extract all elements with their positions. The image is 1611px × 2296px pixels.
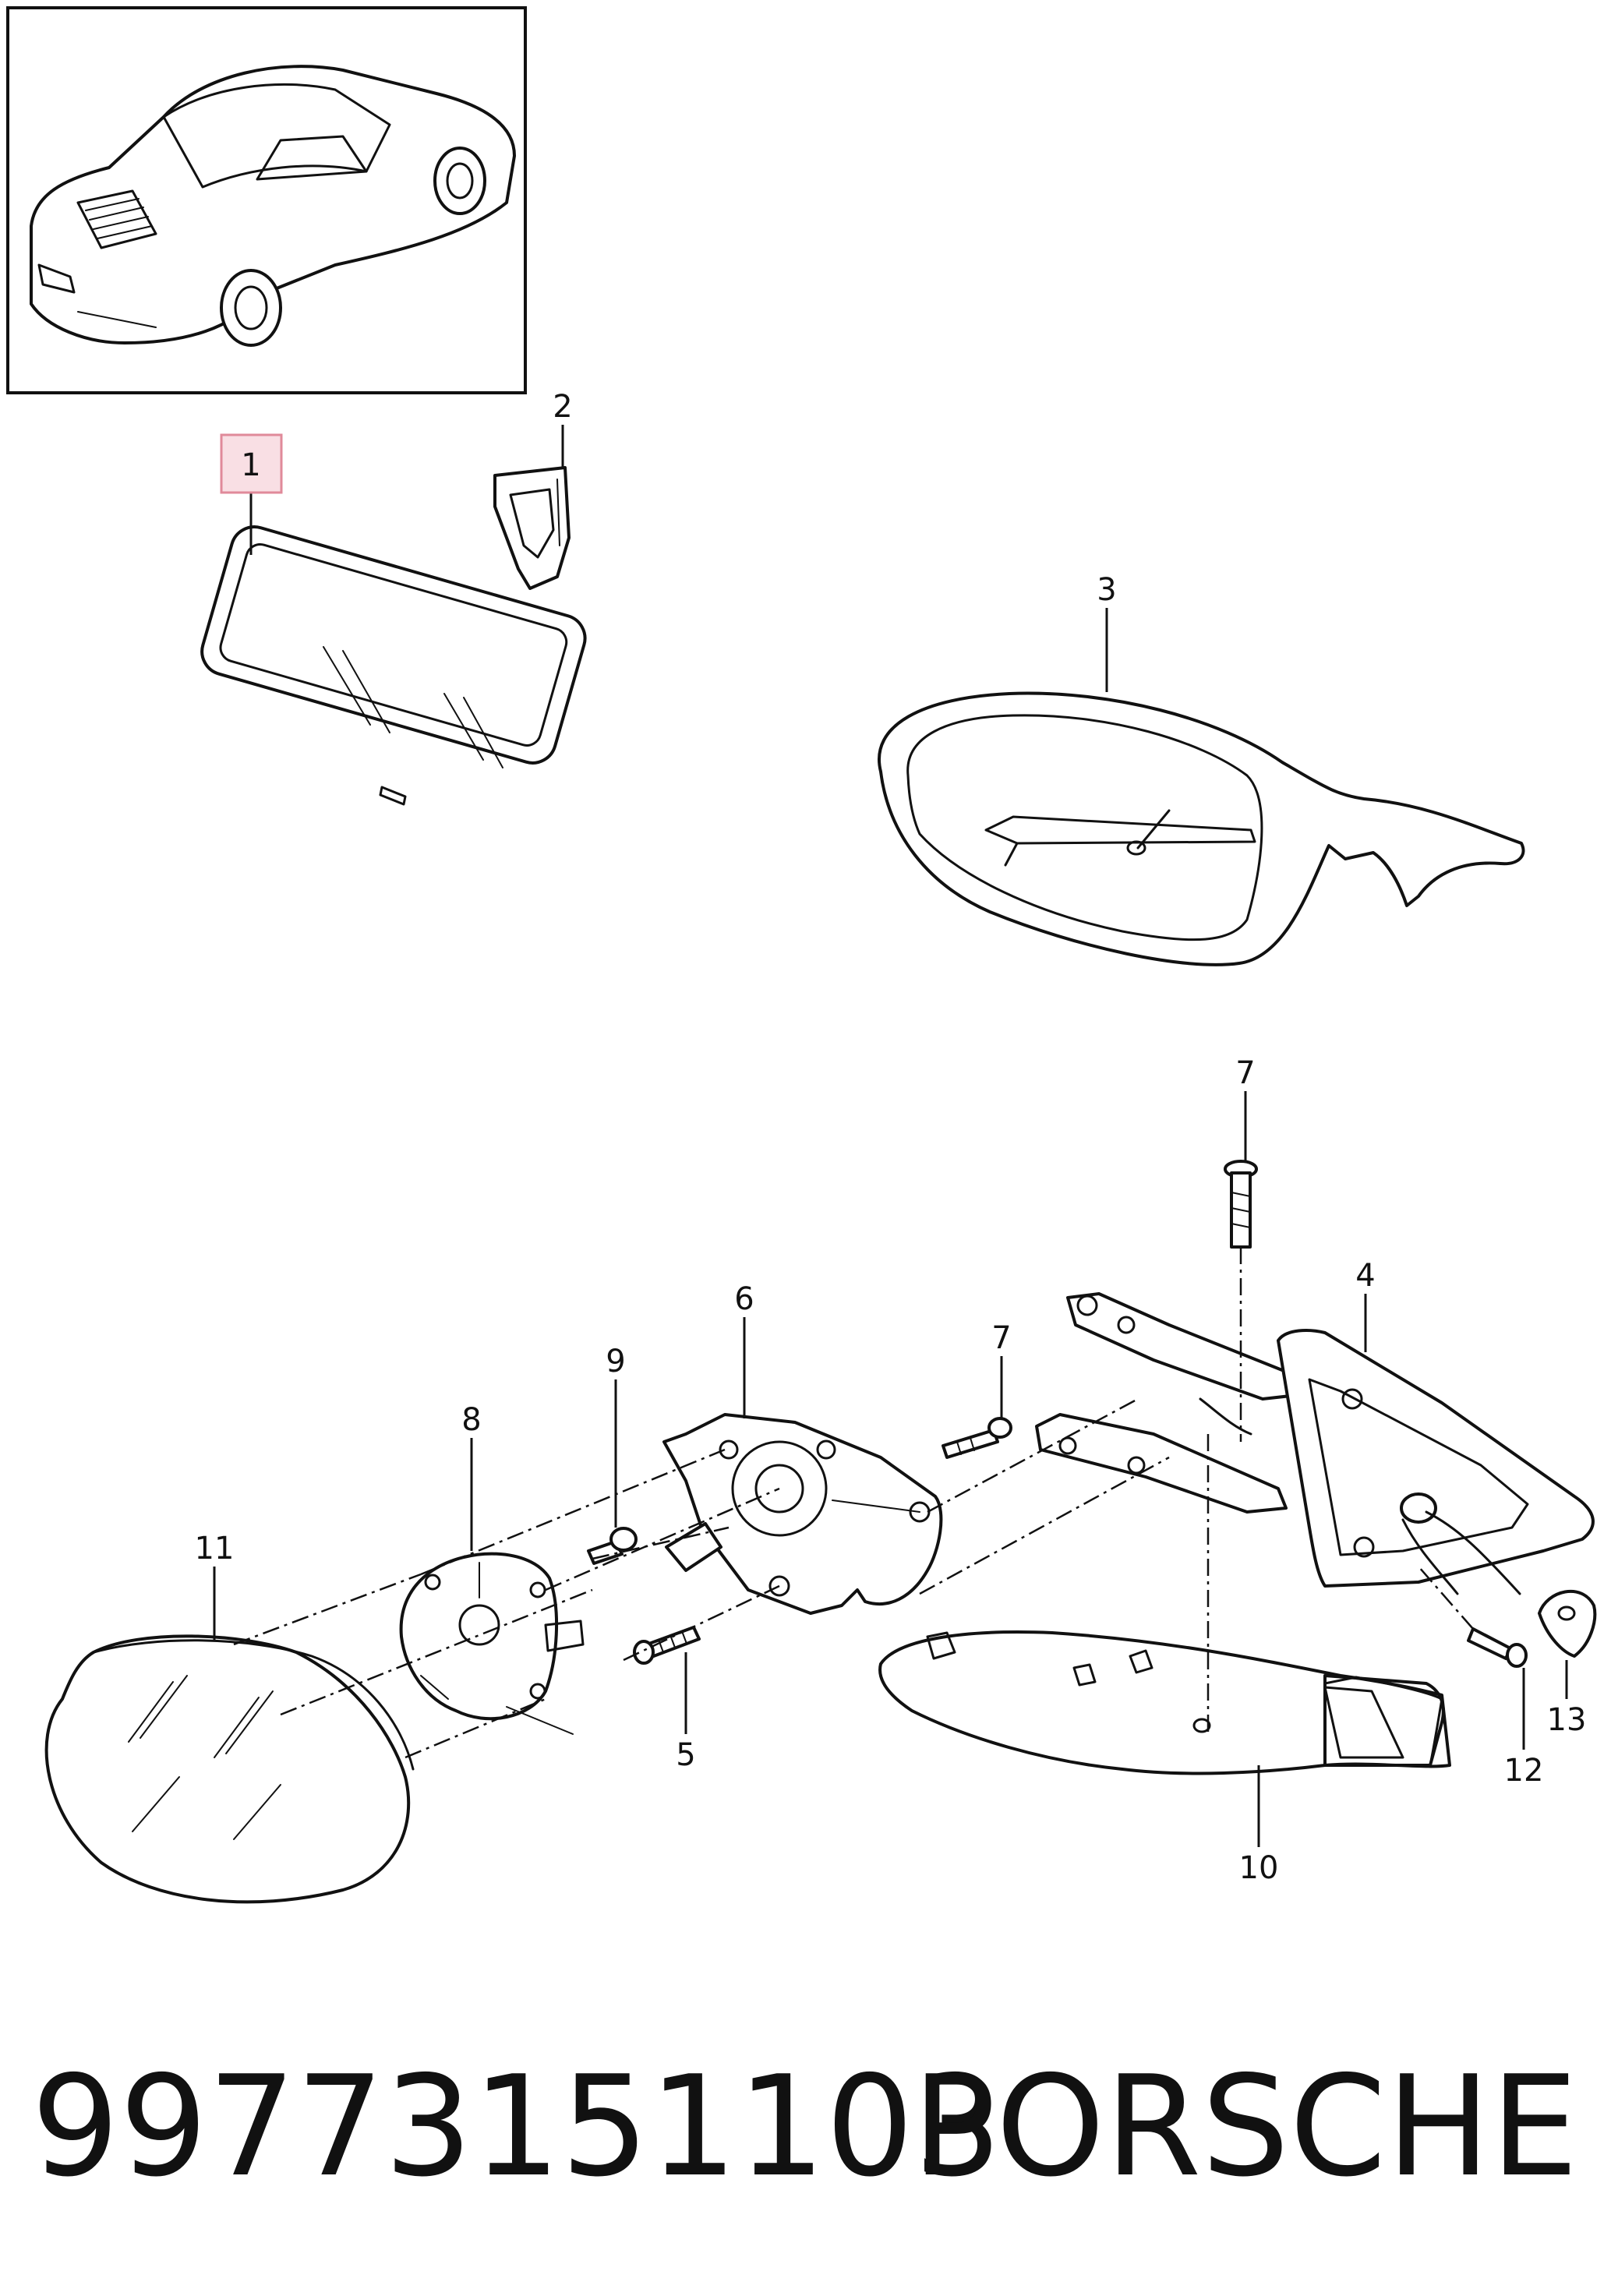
part-number: 99773151103 — [31, 2046, 1002, 2207]
callout-13[interactable]: 13 — [1547, 1702, 1587, 1738]
callout-4[interactable]: 4 — [1355, 1258, 1375, 1294]
part-7-bolt-upper — [1224, 1160, 1258, 1249]
part-8-mount-plate — [399, 1552, 585, 1735]
callout-8[interactable]: 8 — [461, 1402, 481, 1438]
callout-5[interactable]: 5 — [676, 1737, 695, 1773]
callout-1-highlight[interactable]: 1 — [220, 433, 283, 494]
callout-1[interactable]: 1 — [241, 447, 260, 483]
callout-10[interactable]: 10 — [1239, 1850, 1279, 1886]
part-6-adjust-motor — [662, 1413, 943, 1615]
part-1-interior-mirror — [200, 525, 587, 806]
part-5-screw — [633, 1626, 701, 1665]
callout-7-upper[interactable]: 7 — [1235, 1055, 1255, 1091]
front-wheel — [433, 147, 486, 215]
assembly-lines — [233, 1247, 1474, 1759]
part-12-screw — [1467, 1627, 1528, 1668]
callout-3[interactable]: 3 — [1097, 572, 1116, 608]
callout-12[interactable]: 12 — [1504, 1753, 1544, 1789]
part-11-mirror-glass — [44, 1634, 415, 1904]
part-2-bracket-clip — [493, 466, 571, 590]
part-4-mirror-base — [1035, 1292, 1595, 1595]
part-13-grommet — [1538, 1590, 1597, 1658]
callout-11[interactable]: 11 — [195, 1531, 235, 1567]
callout-7-middle[interactable]: 7 — [991, 1320, 1011, 1356]
leader-lines — [213, 425, 1568, 1847]
brand-name: PORSCHE — [912, 2046, 1578, 2207]
vehicle-thumbnail — [6, 6, 527, 394]
callout-9[interactable]: 9 — [606, 1344, 625, 1379]
rear-wheel — [220, 269, 282, 347]
callout-2[interactable]: 2 — [553, 389, 572, 425]
part-3-mirror-housing — [878, 691, 1525, 966]
engine-grille — [76, 189, 157, 249]
part-7-bolt-middle — [942, 1417, 1012, 1459]
callout-6[interactable]: 6 — [734, 1281, 754, 1317]
part-10-lower-cover — [878, 1630, 1451, 1775]
